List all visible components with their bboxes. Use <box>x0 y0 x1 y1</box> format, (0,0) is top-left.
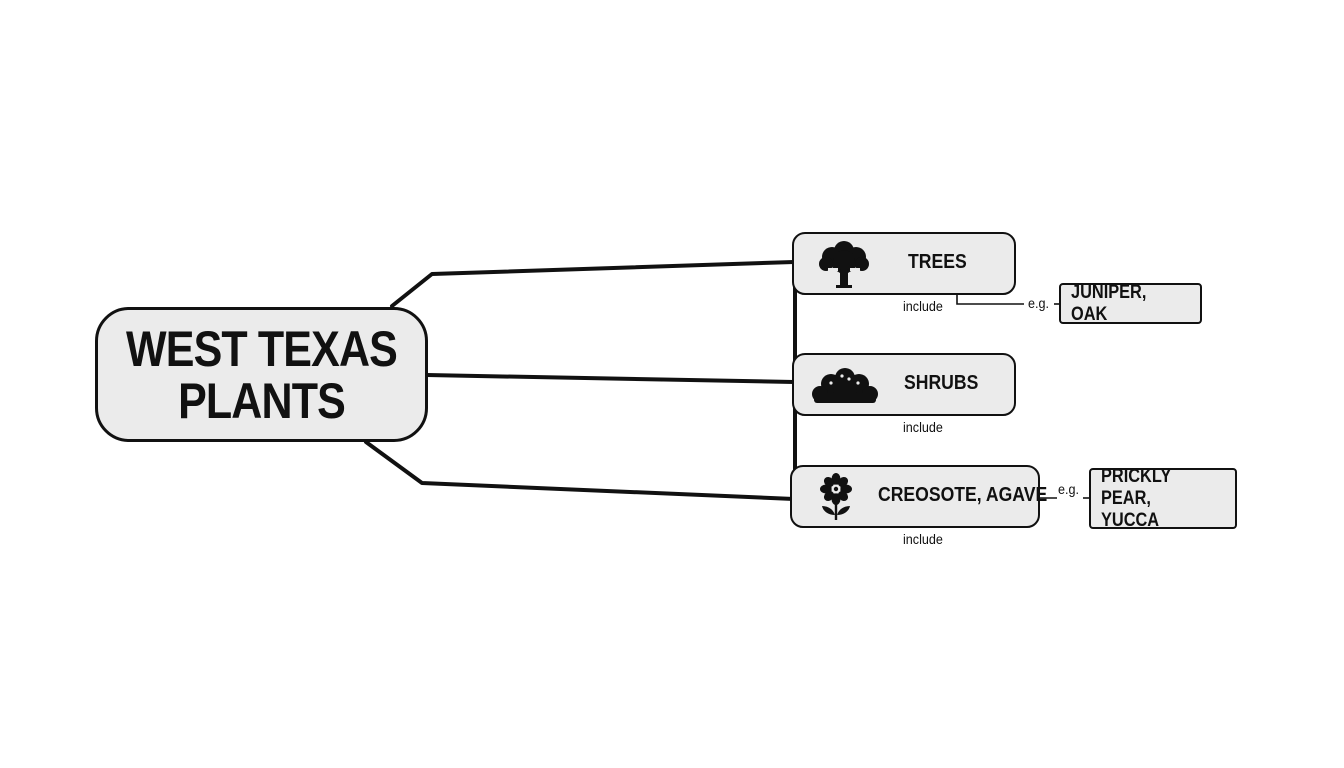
shrub-icon <box>812 368 878 403</box>
example-prefix-trees: e.g. <box>1028 295 1050 311</box>
connector-root-creosote <box>364 440 796 501</box>
category-label-shrubs: SHRUBS <box>904 372 979 394</box>
root-title: WEST TEXAS PLANTS <box>126 320 398 429</box>
relation-label-shrubs: include <box>903 419 943 435</box>
category-label-trees: TREES <box>908 251 967 273</box>
connector-trees-example <box>956 294 1024 305</box>
category-node-trees: TREES <box>792 232 1016 295</box>
connector-root-trees <box>390 260 796 308</box>
tree-icon <box>819 241 869 288</box>
example-prefix-creosote-agave: e.g. <box>1058 481 1080 497</box>
category-node-shrubs: SHRUBS <box>792 353 1016 416</box>
example-node-trees: JUNIPER, OAK <box>1059 281 1202 325</box>
root-node: WEST TEXAS PLANTS <box>95 307 428 442</box>
category-label-creosote-agave: CREOSOTE, AGAVE <box>878 484 1048 506</box>
connector-root-shrubs <box>425 373 796 384</box>
example-node-creosote-agave: PRICKLY PEAR, YUCCA <box>1089 465 1237 531</box>
flower-icon <box>820 473 852 520</box>
example-text-creosote-agave: PRICKLY PEAR, YUCCA <box>1101 465 1171 531</box>
relation-label-trees: include <box>903 298 943 314</box>
example-text-trees: JUNIPER, OAK <box>1071 281 1147 325</box>
relation-label-creosote-agave: include <box>903 531 943 547</box>
category-node-creosote-agave: CREOSOTE, AGAVE <box>790 465 1047 528</box>
